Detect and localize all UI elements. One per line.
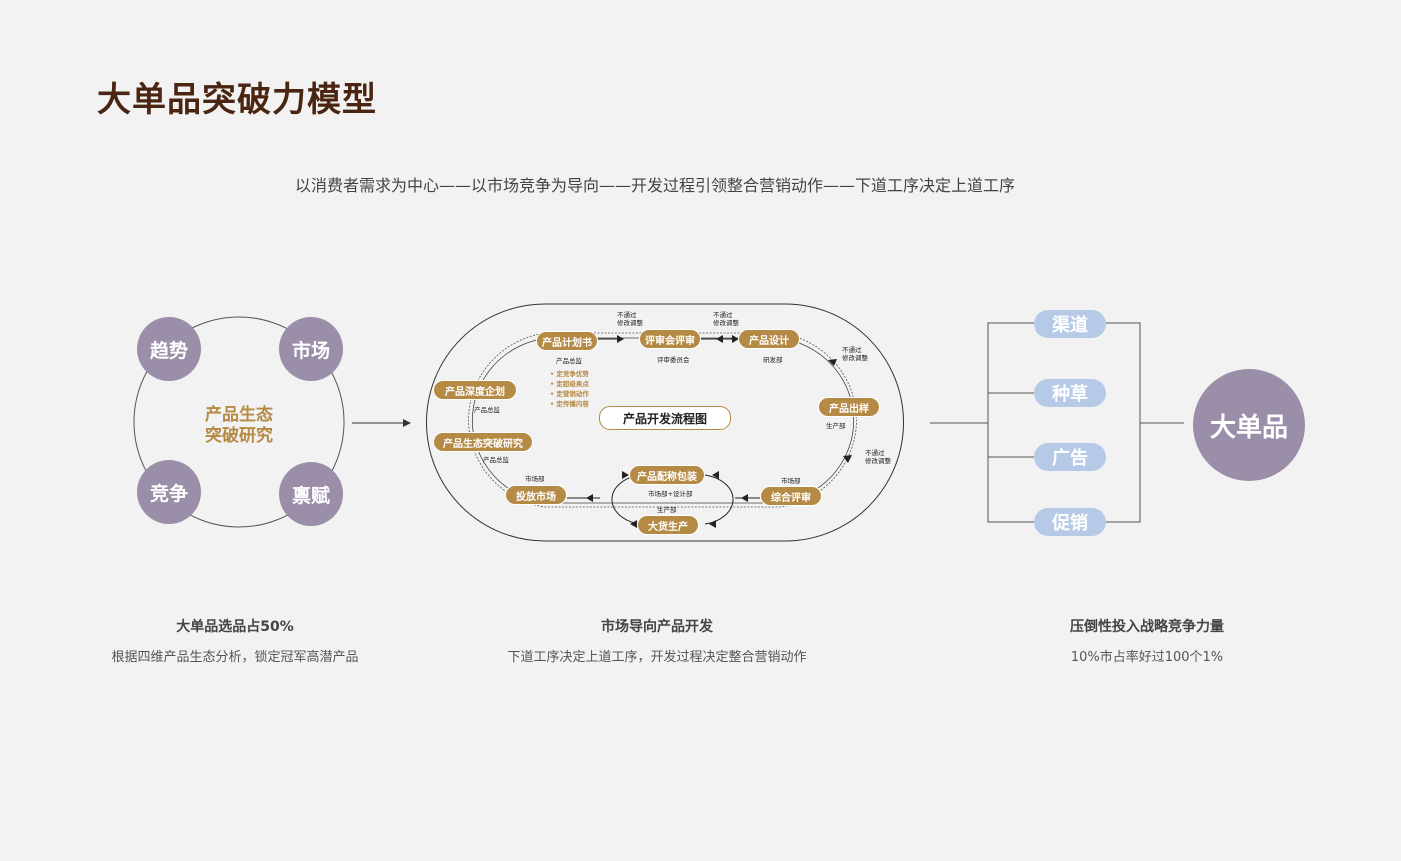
label-fail1-b: 修改调整 bbox=[617, 319, 643, 327]
step-launch: 投放市场 bbox=[505, 485, 567, 505]
step-sample: 产品出样 bbox=[818, 397, 880, 417]
label-launch-owner: 市场部 bbox=[525, 475, 545, 483]
plan-bullets: • 定竞争优势 • 定超级卖点 • 定营销动作 • 定传播内容 bbox=[550, 369, 589, 409]
label-fail4-b: 修改调整 bbox=[865, 457, 891, 465]
label-plan-owner: 产品总监 bbox=[556, 357, 582, 365]
flow-title: 产品开发流程图 bbox=[599, 406, 731, 430]
node-endowment: 禀赋 bbox=[279, 462, 343, 526]
label-fail1: 不通过修改调整 bbox=[617, 311, 643, 327]
pill-channel: 渠道 bbox=[1034, 310, 1106, 338]
caption-left: 大单品选品占50% 根据四维产品生态分析，锁定冠军高潜产品 bbox=[80, 616, 390, 665]
bullet-item: • 定营销动作 bbox=[550, 390, 589, 398]
node-market: 市场 bbox=[279, 317, 343, 381]
label-design-owner: 研发部 bbox=[763, 356, 783, 364]
node-competition: 竞争 bbox=[137, 460, 201, 524]
node-big-product: 大单品 bbox=[1193, 369, 1305, 481]
bullet-item: • 定超级卖点 bbox=[550, 380, 589, 388]
caption-right-head: 压倒性投入战略竞争力量 bbox=[1070, 619, 1224, 635]
ring-center-line2: 突破研究 bbox=[205, 426, 273, 446]
label-eco-owner: 产品总监 bbox=[483, 456, 509, 464]
step-packaging: 产品配称包装 bbox=[629, 465, 705, 485]
page-title: 大单品突破力模型 bbox=[97, 80, 377, 120]
step-mass-production: 大货生产 bbox=[637, 515, 699, 535]
step-design: 产品设计 bbox=[738, 329, 800, 349]
label-fail2-b: 修改调整 bbox=[713, 319, 739, 327]
page-subtitle: 以消费者需求为中心——以市场竞争为导向——开发过程引领整合营销动作——下道工序决… bbox=[0, 172, 1310, 196]
label-fail2-a: 不通过 bbox=[713, 311, 733, 319]
label-fail3-b: 修改调整 bbox=[842, 354, 868, 362]
caption-middle-text: 下道工序决定上道工序，开发过程决定整合营销动作 bbox=[507, 650, 807, 665]
step-review-meeting: 评审会评审 bbox=[639, 329, 701, 349]
bullet-item: • 定竞争优势 bbox=[550, 370, 589, 378]
pill-promotion: 促销 bbox=[1034, 508, 1106, 536]
step-eco-research: 产品生态突破研究 bbox=[433, 432, 533, 452]
pill-advertising: 广告 bbox=[1034, 443, 1106, 471]
caption-middle: 市场导向产品开发 下道工序决定上道工序，开发过程决定整合营销动作 bbox=[497, 616, 817, 665]
pill-seeding: 种草 bbox=[1034, 379, 1106, 407]
label-fail4: 不通过修改调整 bbox=[865, 449, 891, 465]
step-deep-plan: 产品深度企划 bbox=[433, 380, 517, 400]
label-deep-owner: 产品总监 bbox=[474, 406, 500, 414]
label-fail2: 不通过修改调整 bbox=[713, 311, 739, 327]
step-overall-review: 综合评审 bbox=[760, 486, 822, 506]
label-sample-owner: 生产部 bbox=[826, 422, 846, 430]
label-production-owner: 生产部 bbox=[657, 506, 677, 514]
label-fail4-a: 不通过 bbox=[865, 449, 885, 457]
node-trend: 趋势 bbox=[137, 317, 201, 381]
caption-left-head: 大单品选品占50% bbox=[176, 619, 294, 635]
caption-right: 压倒性投入战略竞争力量 10%市占率好过100个1% bbox=[1022, 616, 1272, 665]
subtitle-text: 以消费者需求为中心——以市场竞争为导向——开发过程引领整合营销动作——下道工序决… bbox=[294, 176, 1015, 195]
ring-center-line1: 产品生态 bbox=[205, 405, 273, 425]
step-plan: 产品计划书 bbox=[536, 331, 598, 351]
label-packaging-owner: 市场部+设计部 bbox=[648, 490, 693, 498]
caption-middle-head: 市场导向产品开发 bbox=[601, 619, 713, 635]
bullet-item: • 定传播内容 bbox=[550, 400, 589, 408]
caption-left-text: 根据四维产品生态分析，锁定冠军高潜产品 bbox=[111, 650, 359, 665]
label-fail3: 不通过修改调整 bbox=[842, 346, 868, 362]
label-overall-owner: 市场部 bbox=[781, 477, 801, 485]
ring-center-label: 产品生态 突破研究 bbox=[189, 405, 289, 447]
label-review-owner: 评审委员会 bbox=[657, 356, 690, 364]
label-fail3-a: 不通过 bbox=[842, 346, 862, 354]
label-fail1-a: 不通过 bbox=[617, 311, 637, 319]
caption-right-text: 10%市占率好过100个1% bbox=[1070, 650, 1224, 665]
